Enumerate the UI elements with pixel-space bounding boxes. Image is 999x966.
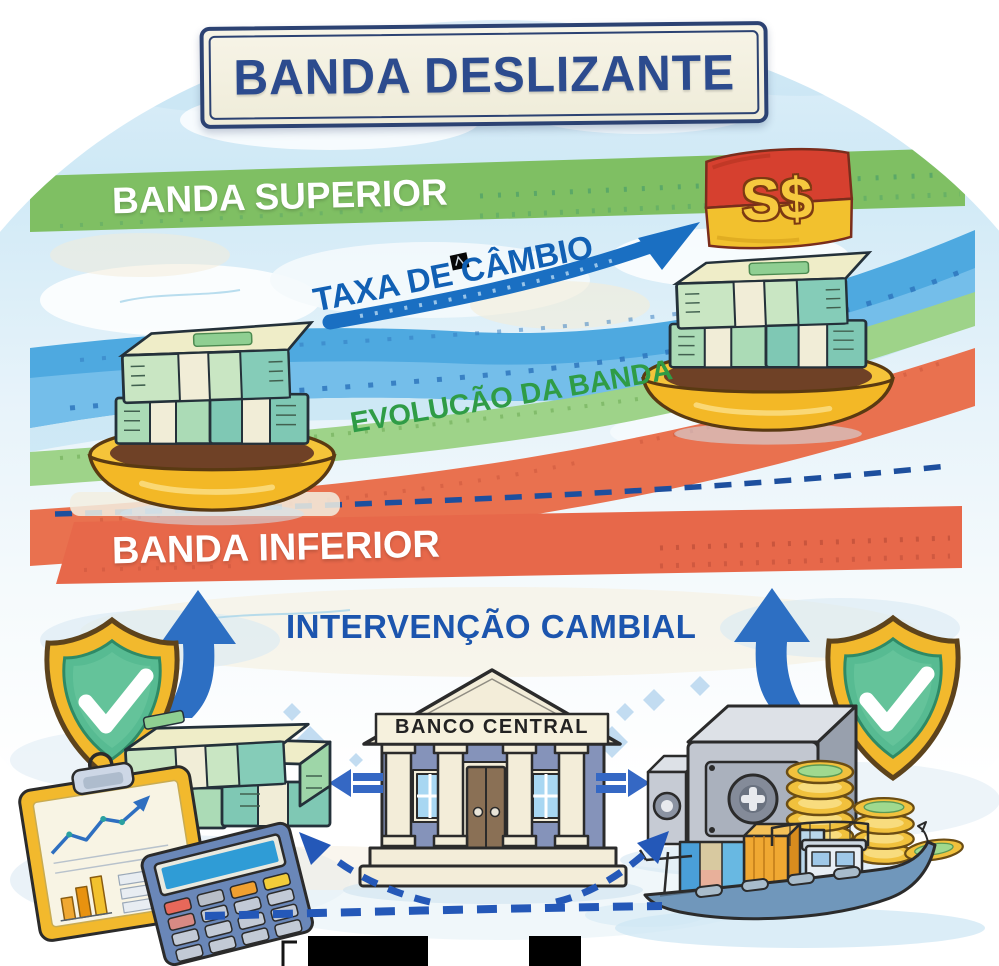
money-tray-icon: [644, 253, 893, 445]
dashed-band-line: [54, 463, 949, 517]
calculator-icon: [140, 821, 314, 966]
redaction-marks: [281, 936, 581, 966]
upper-band-label: BANDA SUPERIOR: [111, 171, 449, 222]
cargo-ship-icon: [585, 820, 985, 948]
flag-currency-symbol: S$: [740, 165, 814, 234]
title-banner: BANDA DESLIZANTE: [199, 21, 769, 129]
lower-band-label: BANDA INFERIOR: [111, 523, 441, 573]
intervention-label: INTERVENÇÃO CAMBIAL: [286, 608, 697, 645]
money-tray-icon: [90, 323, 334, 526]
currency-flag-icon: [704, 147, 854, 250]
central-bank-label: BANCO CENTRAL: [395, 716, 589, 738]
dashed-route-icon: [204, 831, 669, 920]
page-title: BANDA DESLIZANTE: [232, 44, 736, 106]
transfer-arrow-icon: [329, 769, 383, 797]
bank-building-icon: [358, 668, 628, 888]
up-arrow-icon: [734, 588, 810, 716]
glyph-artifact: [449, 252, 470, 271]
trend-arrow-icon: [322, 222, 700, 330]
lower-band: [56, 506, 962, 584]
